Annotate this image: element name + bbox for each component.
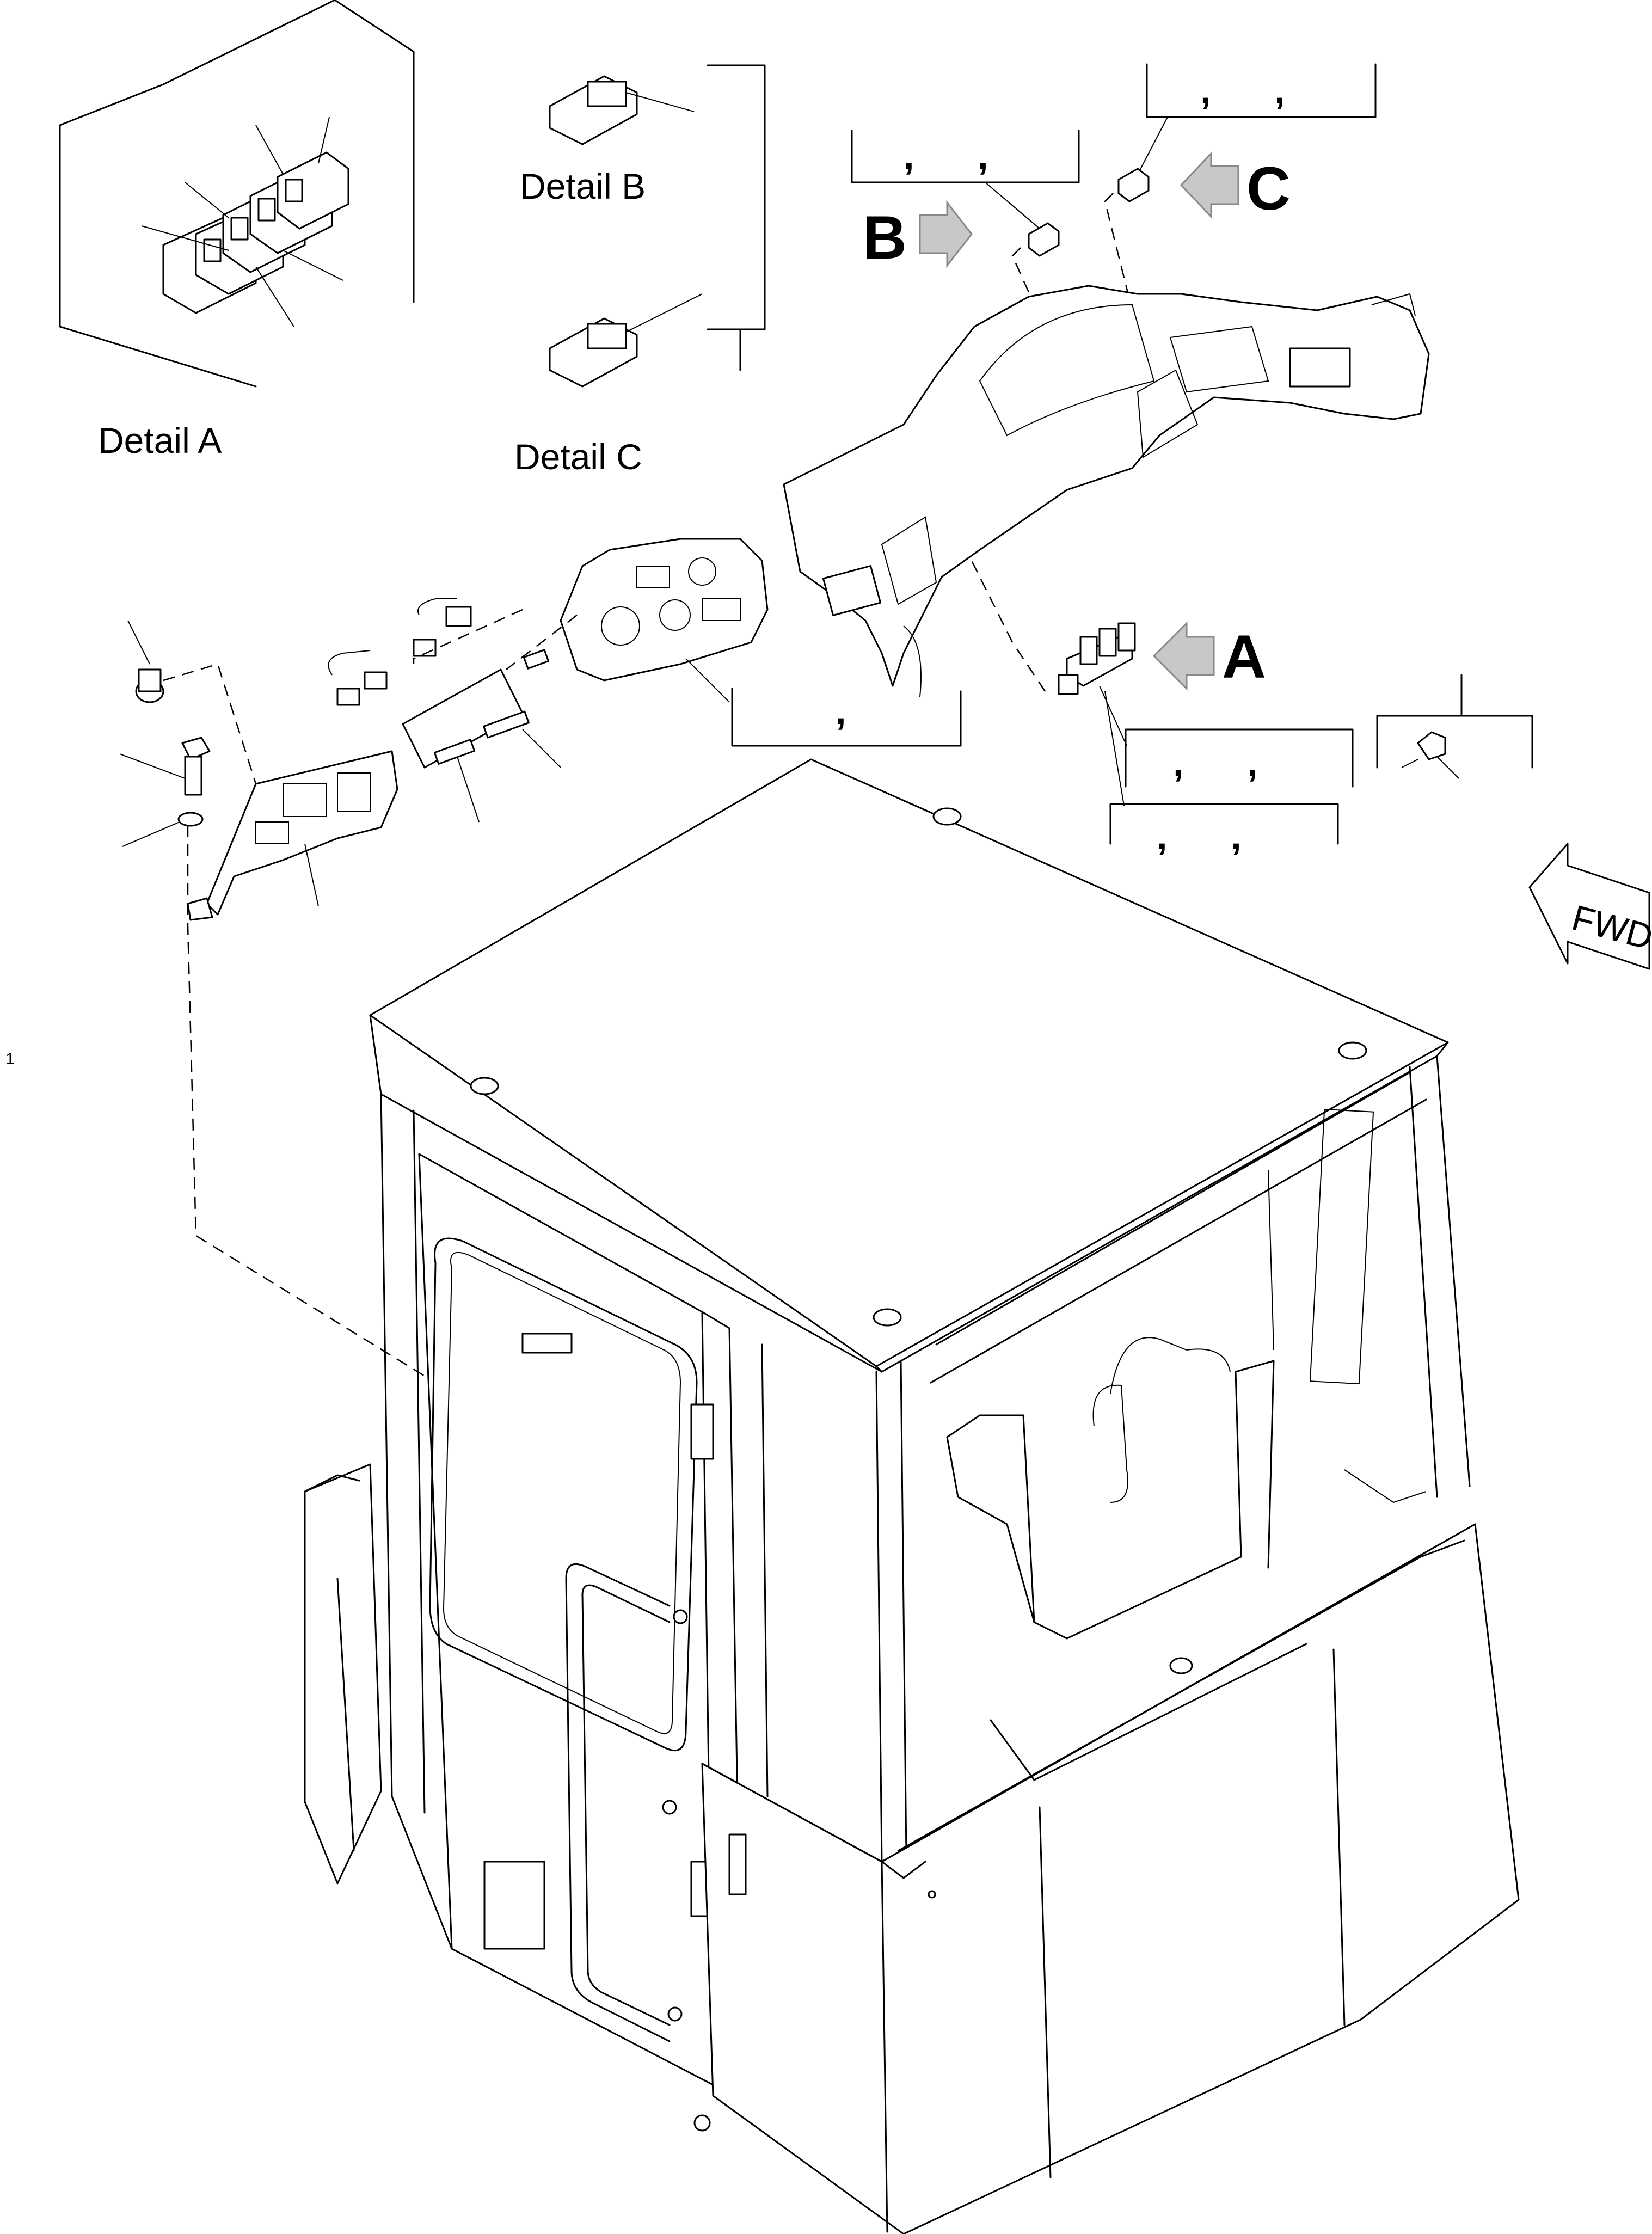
callout-cluster-text: , [836,690,846,732]
detail-c-panel: Detail C [514,293,703,477]
dashboard-assembly [783,285,1430,697]
arrow-left-icon [1180,151,1239,219]
detail-bc-bracket [707,64,766,330]
callout-switch-a-2: , , [1109,803,1339,857]
door-window-latch [521,1333,573,1354]
detail-a-label: Detail A [98,420,222,461]
callout-cluster: , [731,688,962,747]
view-marker-b-letter: B [863,204,907,272]
instrument-cluster [560,538,769,703]
switch-c [1117,168,1150,202]
switch-b [1028,222,1060,257]
callout-top-right: , , [1146,63,1377,118]
callout-top-mid-text: , , [904,134,988,177]
bolt [119,737,211,796]
roof-bolt [470,1077,499,1095]
switch-group-a [1058,622,1136,695]
callout-switch-a-1-text: , , [1173,741,1258,784]
arrow-left-icon [1152,621,1215,691]
cab-front-lower-body [701,1523,1520,2234]
callout-switch-a-2-text: , , [1157,815,1242,857]
right-small-detail [1376,674,1533,779]
callout-top-right-text: , , [1200,69,1285,112]
view-marker-a: A [1152,621,1266,691]
detail-b-label: Detail B [520,166,646,206]
roof-bolt [873,1308,902,1327]
washer [122,812,204,847]
detail-a-panel: Detail A [59,0,415,461]
fwd-arrow: FWD [1528,843,1652,970]
door-handle-pad [483,1861,545,1950]
callout-switch-a-1: , , [1125,728,1354,788]
roof-bolt [932,807,962,826]
roof-bolt [1338,1041,1367,1060]
item-number: 1 [5,1050,15,1068]
view-marker-c: C [1180,151,1291,223]
screw [127,620,164,703]
view-marker-b: B [863,200,973,272]
detail-c-label: Detail C [514,437,642,477]
view-marker-a-letter: A [1222,623,1266,691]
cluster-small-parts [328,598,561,823]
detail-b-panel: Detail B [520,75,695,206]
cluster-bracket [187,750,398,921]
arrow-right-icon [919,200,973,268]
cab-assembly [304,758,1520,2234]
view-marker-c-letter: C [1246,155,1291,223]
callout-top-mid: , , [851,130,1080,183]
detail-a-switch-block [162,151,349,314]
